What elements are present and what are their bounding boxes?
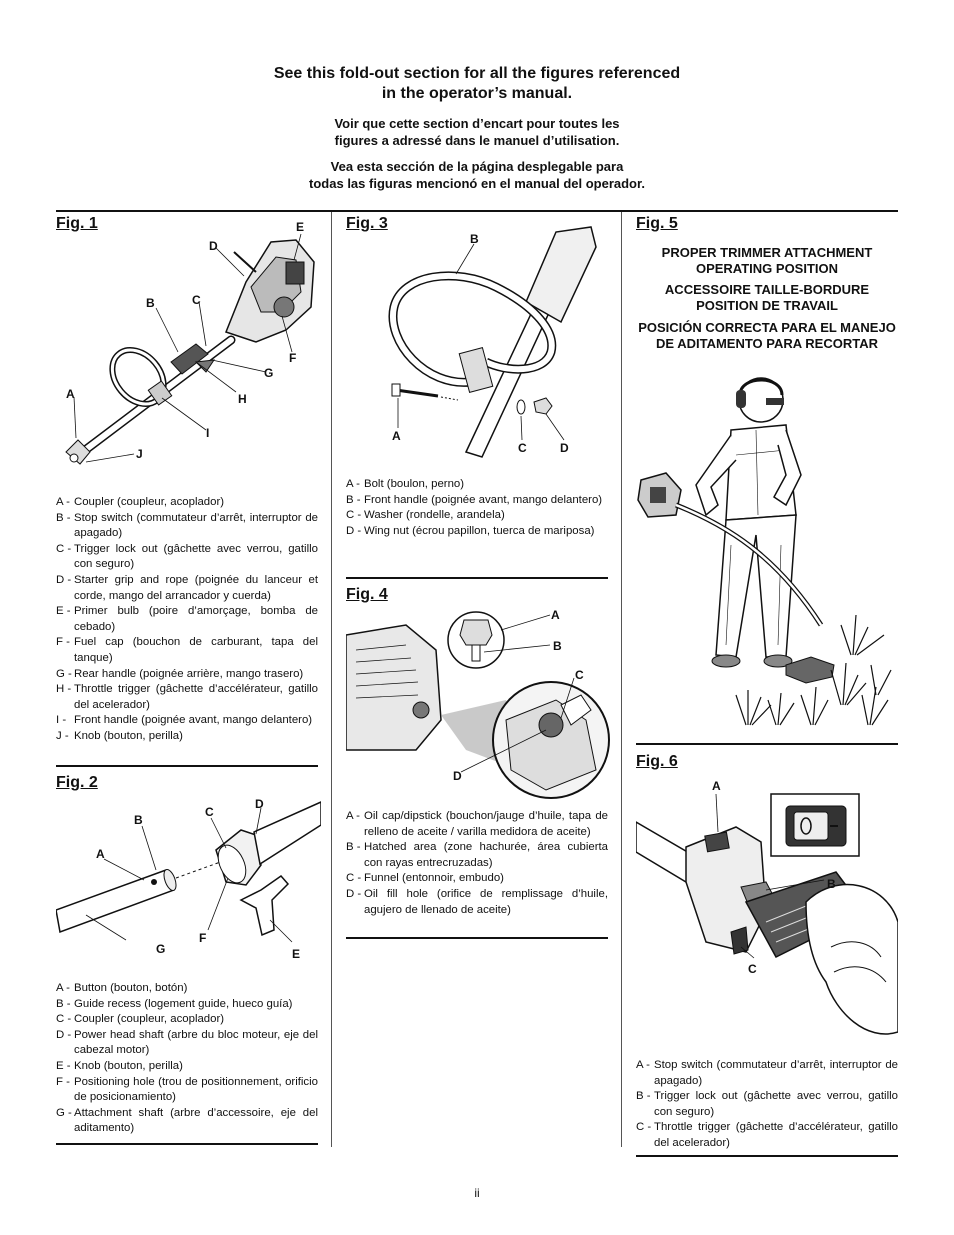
legend-item: C -Coupler (coupleur, acoplador) [56, 1013, 225, 1026]
legend-item: B -Front handle (poignée avant, mango de… [346, 493, 603, 506]
header-english: See this fold-out section for all the fi… [0, 64, 954, 104]
legend-item: F -Fuel cap (bouchon de carburant, tapa … [56, 636, 318, 664]
fig1-callout-i: I [206, 426, 209, 440]
fig1-callout-f: F [289, 351, 296, 365]
fig4-callout-b: B [553, 639, 562, 653]
fig3-bottom-rule [346, 577, 608, 579]
legend-item: D -Power head shaft (arbre du bloc moteu… [56, 1028, 318, 1057]
fig1-callout-d: D [209, 239, 218, 253]
legend-item: F -Positioning hole (trou de positionnem… [56, 1075, 318, 1104]
fig1-label: Fig. 1 [56, 215, 98, 232]
fig5-bottom-rule [636, 743, 898, 745]
fig5-operator-illustration [637, 377, 892, 726]
legend-item: B -Stop switch (commutateur d’arrêt, int… [56, 511, 318, 540]
fig6-callout-a: A [712, 779, 721, 793]
fig1-callout-a: A [66, 387, 75, 401]
fig5-caption-french: ACCESSOIRE TAILLE-BORDURE POSITION DE TR… [664, 282, 870, 313]
fig4-oil-fill-illustration: A B C D [346, 608, 610, 799]
fig2-callout-b: B [134, 813, 143, 827]
header-english-line1: See this fold-out section for all the fi… [273, 65, 681, 82]
column-divider-left [331, 212, 332, 1147]
legend-item: A -Oil cap/dipstick (bouchon/jauge d’hui… [346, 810, 608, 838]
fig2-callout-c: C [205, 805, 214, 819]
fig3-callout-a: A [392, 429, 401, 443]
fig2-legend: A -Button (bouton, botón) B -Guide reces… [56, 981, 318, 1137]
legend-item: G -Rear handle (poignée arrière, mango t… [56, 667, 304, 680]
fig1-callout-e: E [296, 220, 304, 234]
header-spanish: Vea esta sección de la página desplegabl… [0, 158, 954, 192]
legend-item: B -Trigger lock out (gâchette avec verro… [636, 1090, 898, 1118]
header-french: Voir que cette section d’encart pour tou… [0, 115, 954, 149]
header-spanish-line2: todas las figuras mencionó en el manual … [309, 176, 645, 191]
fig6-callout-b: B [827, 877, 836, 891]
fig4-callout-d: D [453, 769, 462, 783]
page-number: ii [474, 1186, 480, 1200]
fig4-callout-a: A [551, 608, 560, 622]
header-french-line2: figures a adressé dans le manuel d’utili… [334, 133, 620, 148]
top-divider [56, 210, 898, 212]
legend-item: C -Washer (rondelle, arandela) [346, 509, 505, 522]
fig5-caption-english: PROPER TRIMMER ATTACHMENT OPERATING POSI… [661, 245, 873, 276]
fig6-label: Fig. 6 [636, 753, 678, 770]
fig1-bottom-rule [56, 765, 318, 767]
fig1-trimmer-illustration: A B C D E F G H I J [65, 220, 315, 465]
column-divider-right [621, 212, 622, 1147]
legend-item: E -Primer bulb (poire d’amorçage, bomba … [56, 605, 318, 633]
fig4-label: Fig. 4 [346, 586, 388, 603]
fig6-bottom-rule [636, 1155, 898, 1157]
fig1-callout-b: B [146, 296, 155, 310]
fig2-callout-f: F [199, 931, 206, 945]
legend-item: I -Front handle (poignée avant, mango de… [56, 714, 313, 727]
fig2-coupler-illustration: A B C D E F G [56, 797, 321, 961]
fig2-callout-g: G [156, 942, 165, 956]
fig4-legend: A -Oil cap/dipstick (bouchon/jauge d’hui… [346, 809, 608, 918]
legend-item: H -Throttle trigger (gâchette d’accéléra… [56, 683, 318, 711]
fig1-callout-c: C [192, 293, 201, 307]
fig3-legend: A -Bolt (boulon, perno) B -Front handle … [346, 477, 608, 539]
fig4-bottom-rule [346, 937, 608, 939]
legend-item: A -Button (bouton, botón) [56, 982, 188, 994]
legend-item: A -Stop switch (commutateur d’arrêt, int… [636, 1059, 898, 1087]
legend-item: G -Attachment shaft (arbre d’accessoire,… [56, 1106, 318, 1135]
legend-item: A -Bolt (boulon, perno) [346, 478, 465, 490]
legend-item: C -Trigger lock out (gâchette avec verro… [56, 542, 318, 571]
fig3-callout-b: B [470, 232, 479, 246]
header-french-line1: Voir que cette section d’encart pour tou… [334, 116, 620, 131]
legend-item: E -Knob (bouton, perilla) [56, 1059, 183, 1072]
legend-item: C -Funnel (entonnoir, embudo) [346, 872, 504, 885]
legend-item: B -Hatched area (zone hachurée, área cub… [346, 841, 608, 869]
fig3-callout-c: C [518, 441, 527, 455]
fig5-caption-spanish: POSICIÓN CORRECTA PARA EL MANEJO DE ADIT… [638, 320, 896, 351]
legend-item: D -Starter grip and rope (poignée du lan… [56, 573, 318, 602]
fig2-bottom-rule [56, 1143, 318, 1145]
header-spanish-line1: Vea esta sección de la página desplegabl… [330, 159, 624, 174]
fig3-callout-d: D [560, 441, 569, 455]
fig4-callout-c: C [575, 668, 584, 682]
fig3-label: Fig. 3 [346, 215, 388, 232]
legend-item: C -Throttle trigger (gâchette d’accéléra… [636, 1121, 898, 1149]
fig3-front-handle-illustration: B A C D [388, 226, 597, 458]
fig2-label: Fig. 2 [56, 774, 98, 791]
fig2-callout-a: A [96, 847, 105, 861]
fig6-legend: A -Stop switch (commutateur d’arrêt, int… [636, 1058, 898, 1152]
fig2-callout-d: D [255, 797, 264, 811]
legend-item: J -Knob (bouton, perilla) [56, 729, 183, 742]
fig1-callout-g: G [264, 366, 273, 380]
fig2-callout-e: E [292, 947, 300, 961]
header-english-line2: in the operator’s manual. [381, 85, 573, 102]
fig6-callout-c: C [748, 962, 757, 976]
legend-item: D -Oil fill hole (orifice de remplissage… [346, 887, 608, 916]
fig6-controls-illustration: A B C [636, 779, 898, 1035]
fig5-label: Fig. 5 [636, 215, 678, 232]
legend-item: A -Coupler (coupleur, acoplador) [56, 496, 225, 508]
fig1-callout-h: H [238, 392, 247, 406]
fig1-legend: A -Coupler (coupleur, acoplador) B -Stop… [56, 495, 318, 745]
fig1-callout-j: J [136, 447, 143, 461]
legend-item: B -Guide recess (logement guide, hueco g… [56, 997, 293, 1010]
legend-item: D -Wing nut (écrou papillon, tuerca de m… [346, 524, 595, 537]
